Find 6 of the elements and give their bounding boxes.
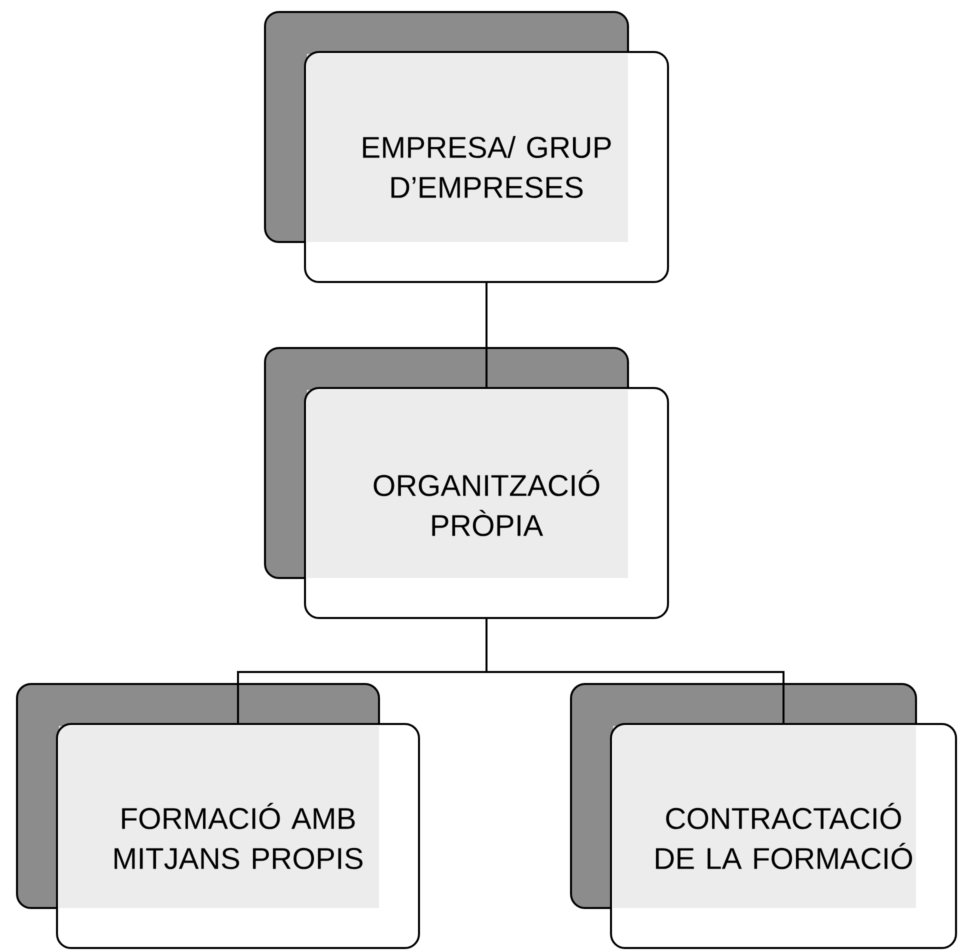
org-box: EMPRESA/ GRUP D’EMPRESES	[264, 11, 669, 283]
org-box: CONTRACTACIÓ DE LA FORMACIÓ	[570, 683, 958, 949]
connector-line	[486, 283, 488, 387]
connector-line	[486, 619, 784, 723]
org-box: FORMACIÓ AMB MITJANS PROPIS	[16, 683, 420, 949]
org-box: ORGANITZACIÓ PRÒPIA	[264, 347, 669, 619]
